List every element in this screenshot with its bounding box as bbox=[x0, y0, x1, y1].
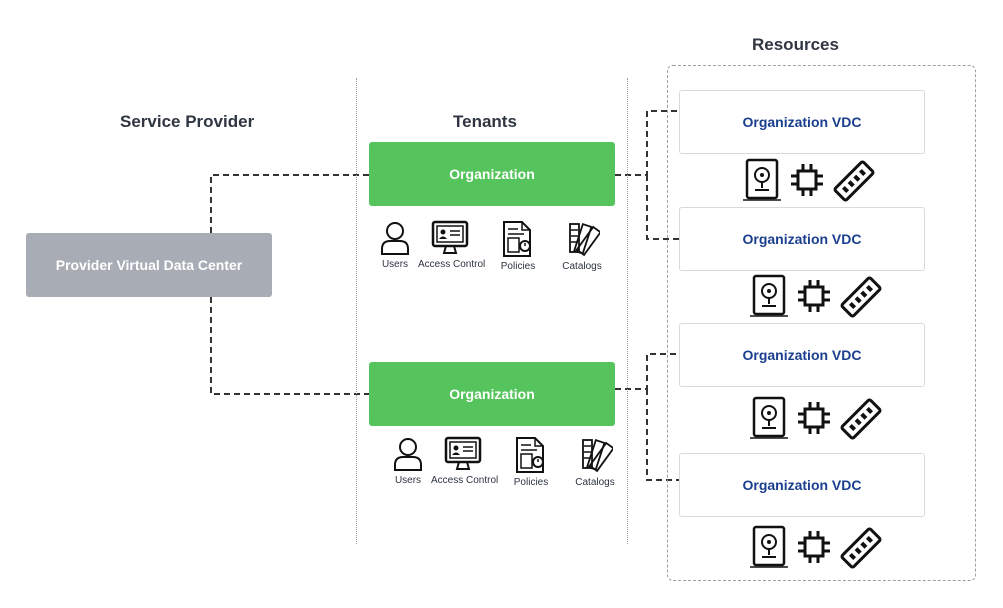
tool-label: Access Control bbox=[418, 259, 486, 270]
policy-document-icon bbox=[516, 437, 544, 473]
tool-label: Users bbox=[394, 475, 422, 486]
storage-drive-icon bbox=[741, 158, 785, 207]
tool-access-control[interactable]: Access Control bbox=[418, 220, 486, 270]
header-service-provider: Service Provider bbox=[120, 112, 255, 131]
storage-drive-icon bbox=[748, 396, 792, 445]
tool-users[interactable]: Users bbox=[376, 436, 440, 486]
catalog-swatches-icon bbox=[582, 439, 613, 473]
tool-catalogs[interactable]: Catalogs bbox=[563, 436, 627, 488]
tool-label: Catalogs bbox=[575, 477, 615, 488]
organization-vdc-3[interactable]: Organization VDC bbox=[679, 323, 925, 387]
tool-access-control[interactable]: Access Control bbox=[431, 436, 499, 486]
connector-org2-vdc4 bbox=[646, 389, 679, 481]
connector-org1-vdc2 bbox=[646, 175, 679, 240]
memory-module-icon bbox=[838, 525, 884, 576]
memory-module-icon bbox=[838, 274, 884, 325]
organization-vdc-1[interactable]: Organization VDC bbox=[679, 90, 925, 154]
tool-policies[interactable]: Policies bbox=[486, 220, 550, 272]
provider-vdc-box[interactable]: Provider Virtual Data Center bbox=[26, 233, 272, 297]
tool-label: Policies bbox=[513, 477, 549, 488]
storage-drive-icon bbox=[748, 525, 792, 574]
cpu-chip-icon bbox=[796, 400, 832, 441]
user-icon bbox=[394, 438, 422, 471]
connector-org1-vdc1 bbox=[615, 110, 679, 176]
cpu-chip-icon bbox=[789, 162, 825, 203]
divider-provider-tenants bbox=[356, 78, 357, 544]
tool-label: Policies bbox=[500, 261, 536, 272]
organization-box-2[interactable]: Organization bbox=[369, 362, 615, 426]
tool-users[interactable]: Users bbox=[363, 220, 427, 270]
connector-provider-org-1 bbox=[210, 174, 369, 233]
tool-label: Catalogs bbox=[562, 261, 602, 272]
access-control-monitor-icon bbox=[444, 436, 482, 470]
organization-vdc-2[interactable]: Organization VDC bbox=[679, 207, 925, 271]
tool-catalogs[interactable]: Catalogs bbox=[550, 220, 614, 272]
organization-vdc-4[interactable]: Organization VDC bbox=[679, 453, 925, 517]
tool-label: Users bbox=[381, 259, 409, 270]
header-tenants: Tenants bbox=[453, 112, 517, 131]
connector-org2-vdc3 bbox=[615, 353, 679, 390]
policy-document-icon bbox=[503, 221, 531, 257]
cpu-chip-icon bbox=[796, 278, 832, 319]
tool-label: Access Control bbox=[431, 475, 499, 486]
header-resources: Resources bbox=[752, 35, 839, 54]
memory-module-icon bbox=[838, 396, 884, 447]
resources-frame bbox=[667, 65, 976, 581]
tool-policies[interactable]: Policies bbox=[499, 436, 563, 488]
access-control-monitor-icon bbox=[431, 220, 469, 254]
cpu-chip-icon bbox=[796, 529, 832, 570]
organization-box-1[interactable]: Organization bbox=[369, 142, 615, 206]
memory-module-icon bbox=[831, 158, 877, 209]
divider-tenants-resources bbox=[627, 78, 628, 544]
connector-provider-org-2 bbox=[210, 297, 369, 395]
user-icon bbox=[381, 222, 409, 255]
catalog-swatches-icon bbox=[569, 223, 600, 257]
storage-drive-icon bbox=[748, 274, 792, 323]
